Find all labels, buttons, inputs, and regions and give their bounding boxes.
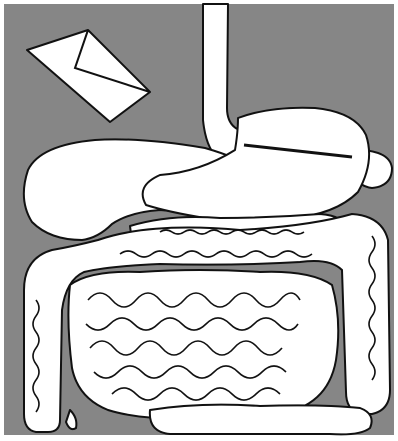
rectum-shape xyxy=(150,405,372,435)
